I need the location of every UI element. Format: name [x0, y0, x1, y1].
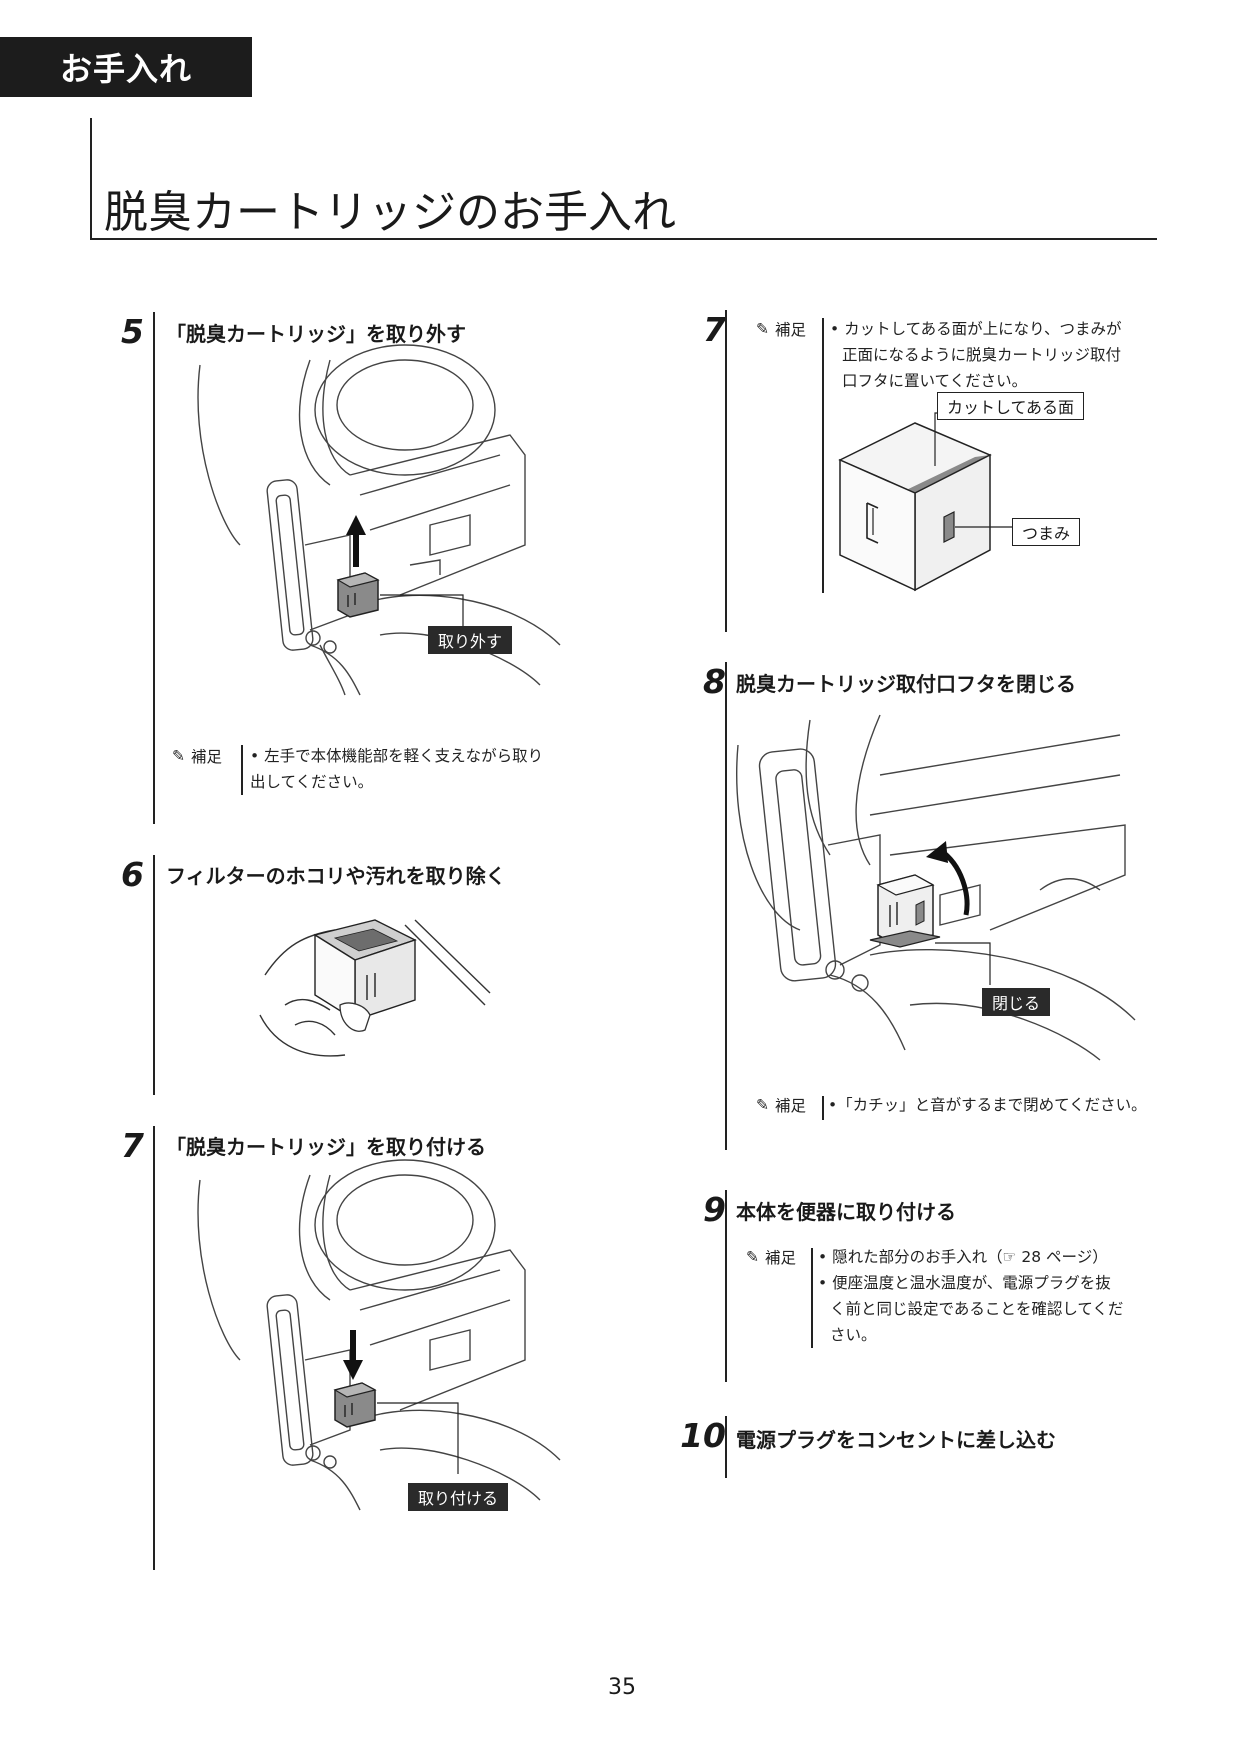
- callout-close: 閉じる: [982, 988, 1050, 1016]
- note-label: ✎補足: [172, 745, 222, 767]
- step-title: 電源プラグをコンセントに差し込む: [736, 1424, 1056, 1453]
- pencil-icon: ✎: [756, 320, 769, 338]
- step-rule: [725, 1190, 727, 1382]
- step-number: 5: [100, 312, 144, 351]
- step-number: 6: [100, 855, 144, 894]
- filter-cleaning-illustration: [255, 905, 495, 1065]
- note-bar: [822, 1096, 824, 1120]
- callout-cut-face: カットしてある面: [937, 392, 1084, 420]
- callout-knob: つまみ: [1012, 518, 1080, 546]
- cover-close-illustration: [740, 715, 1140, 1065]
- page-title: 脱臭カートリッジのお手入れ: [104, 176, 676, 240]
- step-number: 10: [668, 1416, 726, 1455]
- note-bar: [241, 745, 243, 795]
- title-rule-vertical: [90, 118, 92, 240]
- cartridge-orientation-illustration: [840, 415, 1090, 595]
- page-number: 35: [608, 1675, 636, 1700]
- note-label: ✎補足: [756, 318, 806, 340]
- step-rule: [725, 310, 727, 632]
- step-number: 7: [100, 1126, 144, 1165]
- section-tab: お手入れ: [0, 37, 252, 97]
- pencil-icon: ✎: [756, 1096, 769, 1114]
- step-rule: [153, 312, 155, 824]
- note-label: ✎補足: [746, 1246, 796, 1268]
- note-text: •「カチッ」と音がするまで閉めてください。: [828, 1092, 1147, 1118]
- note-bar: [811, 1248, 813, 1348]
- step-title: 本体を便器に取り付ける: [736, 1196, 956, 1225]
- note-text: • 左手で本体機能部を軽く支えながら取り 出してください。: [250, 743, 543, 795]
- step-rule: [153, 1126, 155, 1570]
- note-text: • 隠れた部分のお手入れ（☞ 28 ページ） • 便座温度と温水温度が、電源プラ…: [818, 1244, 1123, 1348]
- step-rule: [725, 1416, 727, 1478]
- pencil-icon: ✎: [746, 1248, 759, 1266]
- step-rule: [153, 855, 155, 1095]
- step-number: 8: [682, 662, 726, 701]
- step-title: 脱臭カートリッジ取付口フタを閉じる: [736, 668, 1076, 697]
- step-number: 9: [682, 1190, 726, 1229]
- cartridge-block: [338, 573, 378, 617]
- step-number: 7: [682, 310, 726, 349]
- pencil-icon: ✎: [172, 747, 185, 765]
- step-title: フィルターのホコリや汚れを取り除く: [166, 860, 506, 889]
- step-title: 「脱臭カートリッジ」を取り付ける: [166, 1131, 486, 1160]
- step-title: 「脱臭カートリッジ」を取り外す: [166, 318, 466, 347]
- step-rule: [725, 662, 727, 1150]
- cartridge-removal-illustration: [180, 355, 580, 695]
- note-label: ✎補足: [756, 1094, 806, 1116]
- callout-remove: 取り外す: [428, 626, 512, 654]
- callout-install: 取り付ける: [408, 1483, 508, 1511]
- note-text: • カットしてある面が上になり、つまみが 正面になるように脱臭カートリッジ取付 …: [830, 316, 1122, 394]
- cartridge-block: [335, 1383, 375, 1427]
- cartridge-install-illustration: [180, 1170, 580, 1510]
- reference-link[interactable]: • 隠れた部分のお手入れ（☞ 28 ページ）: [818, 1244, 1123, 1270]
- note-bar: [822, 318, 824, 593]
